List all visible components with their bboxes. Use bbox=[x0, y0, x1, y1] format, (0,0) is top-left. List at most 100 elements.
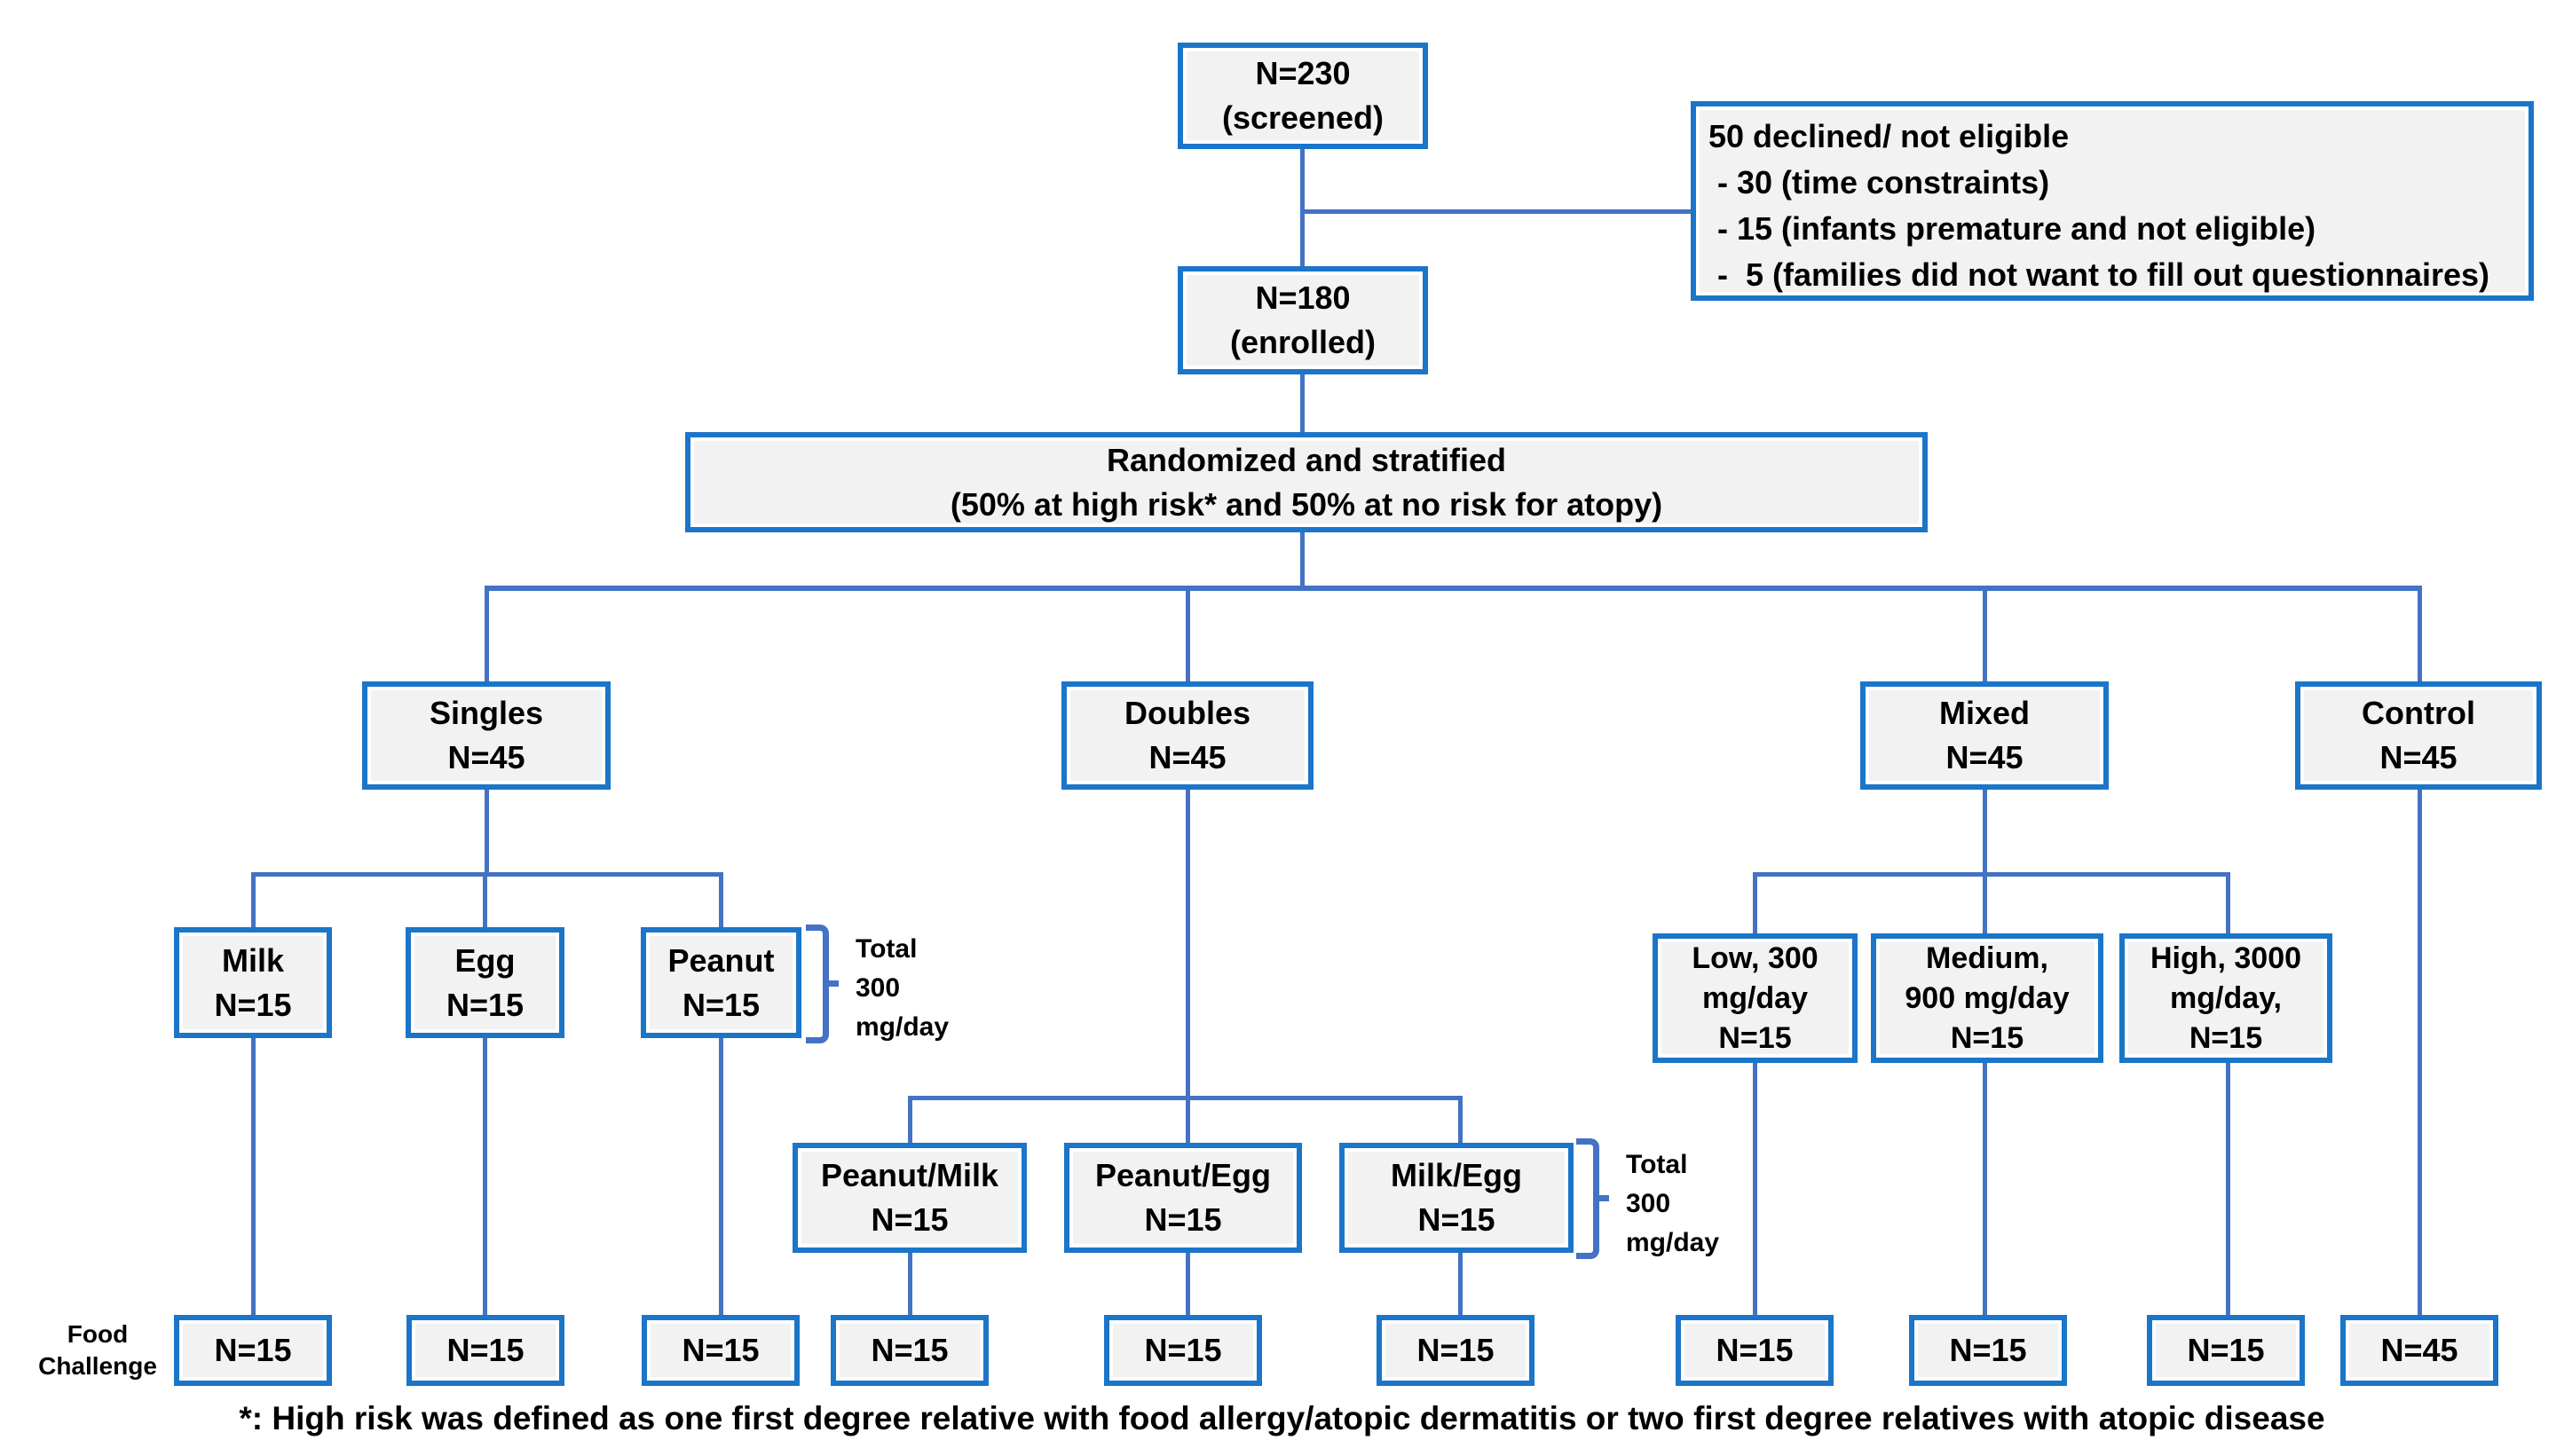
connector-line bbox=[483, 1038, 487, 1315]
total-dose-label: Total 300 mg/day bbox=[856, 934, 950, 1042]
connector-line bbox=[1300, 149, 1305, 266]
node-text: N=15 bbox=[446, 986, 525, 1023]
node-singles: Singles N=45 bbox=[362, 681, 611, 790]
node-text: N=15 bbox=[871, 1201, 949, 1238]
node-milk: Milk N=15 bbox=[174, 927, 332, 1038]
node-text: Medium, bbox=[1926, 940, 2048, 975]
connector-line bbox=[2418, 586, 2422, 681]
node-enrolled: N=180 (enrolled) bbox=[1178, 266, 1428, 374]
node-text: 900 mg/day bbox=[1905, 980, 2070, 1015]
node-peanut: Peanut N=15 bbox=[641, 927, 801, 1038]
connector-line bbox=[1983, 872, 1987, 933]
node-text: - 15 (infants premature and not eligible… bbox=[1708, 210, 2316, 247]
node-text: - 5 (families did not want to fill out q… bbox=[1708, 256, 2490, 293]
node-text: Doubles bbox=[1124, 695, 1250, 731]
connector-line bbox=[719, 1038, 723, 1315]
node-text: Control bbox=[2362, 695, 2475, 731]
node-peanut-egg: Peanut/Egg N=15 bbox=[1064, 1143, 1302, 1253]
total-dose-bracket bbox=[806, 925, 839, 1043]
node-text: Egg bbox=[454, 941, 516, 979]
node-text: N=45 bbox=[1945, 739, 2024, 775]
connector-line bbox=[251, 872, 723, 877]
connector-line bbox=[1303, 209, 1691, 214]
node-low-dose: Low, 300 mg/day N=15 bbox=[1653, 933, 1858, 1063]
node-text: N=15 bbox=[1417, 1201, 1495, 1238]
node-text: N=15 bbox=[1950, 1020, 2024, 1055]
node-text: N=15 bbox=[1718, 1020, 1792, 1055]
connector-line bbox=[1753, 872, 1757, 933]
node-text: N=15 bbox=[682, 986, 761, 1023]
node-text: Peanut/Milk bbox=[820, 1157, 999, 1193]
connector-line bbox=[719, 872, 723, 927]
node-food-challenge: N=15 bbox=[642, 1315, 800, 1386]
footnote: *: High risk was defined as one first de… bbox=[239, 1400, 2325, 1436]
connector-line bbox=[485, 586, 2422, 591]
node-text: Low, 300 bbox=[1692, 940, 1818, 975]
connector-line bbox=[1983, 1063, 1987, 1315]
food-challenge-label: Food Challenge bbox=[38, 1320, 157, 1380]
node-text: (enrolled) bbox=[1229, 324, 1376, 360]
total-dose-bracket bbox=[1576, 1138, 1609, 1259]
connector-line bbox=[1186, 790, 1190, 1098]
node-text: N=230 bbox=[1255, 55, 1351, 91]
node-text: mg/day, bbox=[2170, 980, 2282, 1015]
node-screened: N=230 (screened) bbox=[1178, 43, 1428, 149]
connector-line bbox=[1983, 586, 1987, 681]
connector-line bbox=[1458, 1253, 1463, 1315]
node-text: N=45 bbox=[447, 739, 525, 775]
node-food-challenge: N=15 bbox=[1909, 1315, 2067, 1386]
node-mixed: Mixed N=45 bbox=[1860, 681, 2109, 790]
node-text: Milk bbox=[221, 941, 284, 979]
node-high-dose: High, 3000 mg/day, N=15 bbox=[2119, 933, 2332, 1063]
node-text: Milk/Egg bbox=[1390, 1157, 1522, 1193]
connector-line bbox=[1300, 374, 1305, 432]
total-dose-label: Total 300 mg/day bbox=[1626, 1150, 1720, 1257]
node-text: Singles bbox=[429, 695, 544, 731]
node-text: mg/day bbox=[1701, 980, 1809, 1015]
node-text: (screened) bbox=[1221, 99, 1385, 136]
connector-line bbox=[1983, 790, 1987, 874]
connector-line bbox=[908, 1096, 1463, 1100]
connector-line bbox=[2226, 1063, 2230, 1315]
node-milk-egg: Milk/Egg N=15 bbox=[1339, 1143, 1574, 1253]
node-control: Control N=45 bbox=[2295, 681, 2542, 790]
connector-line bbox=[1753, 1063, 1757, 1315]
connector-line bbox=[1186, 586, 1190, 681]
connector-line bbox=[483, 872, 487, 927]
node-text: N=180 bbox=[1255, 279, 1351, 316]
node-text: N=45 bbox=[1148, 739, 1227, 775]
connector-line bbox=[908, 1253, 912, 1315]
connector-line bbox=[485, 586, 489, 681]
node-medium-dose: Medium, 900 mg/day N=15 bbox=[1871, 933, 2103, 1063]
connector-line bbox=[1186, 1096, 1190, 1143]
node-text: N=45 bbox=[2379, 739, 2457, 775]
node-food-challenge: N=45 bbox=[2340, 1315, 2498, 1386]
node-text: N=15 bbox=[2189, 1020, 2263, 1055]
node-declined-not-eligible: 50 declined/ not eligible - 30 (time con… bbox=[1691, 101, 2534, 301]
connector-line bbox=[1458, 1096, 1463, 1143]
node-egg: Egg N=15 bbox=[406, 927, 564, 1038]
node-food-challenge: N=15 bbox=[2147, 1315, 2305, 1386]
node-text: Peanut bbox=[667, 941, 775, 979]
node-text: N=15 bbox=[214, 986, 292, 1023]
connector-line bbox=[1300, 532, 1305, 587]
node-peanut-milk: Peanut/Milk N=15 bbox=[793, 1143, 1027, 1253]
node-food-challenge: N=15 bbox=[831, 1315, 989, 1386]
node-text: Mixed bbox=[1938, 695, 2031, 731]
node-food-challenge: N=15 bbox=[406, 1315, 564, 1386]
connector-line bbox=[1186, 1253, 1190, 1315]
connector-line bbox=[485, 790, 489, 874]
connector-line bbox=[908, 1096, 912, 1143]
node-doubles: Doubles N=45 bbox=[1061, 681, 1314, 790]
node-food-challenge: N=15 bbox=[1104, 1315, 1262, 1386]
connector-line bbox=[251, 1038, 256, 1315]
connector-line bbox=[251, 872, 256, 927]
node-text: 50 declined/ not eligible bbox=[1708, 118, 2070, 154]
node-text: (50% at high risk* and 50% at no risk fo… bbox=[950, 485, 1663, 523]
node-text: Peanut/Egg bbox=[1094, 1157, 1272, 1193]
node-food-challenge: N=15 bbox=[1676, 1315, 1834, 1386]
connector-line bbox=[2226, 872, 2230, 933]
node-text: High, 3000 bbox=[2150, 940, 2302, 975]
node-food-challenge: N=15 bbox=[174, 1315, 332, 1386]
